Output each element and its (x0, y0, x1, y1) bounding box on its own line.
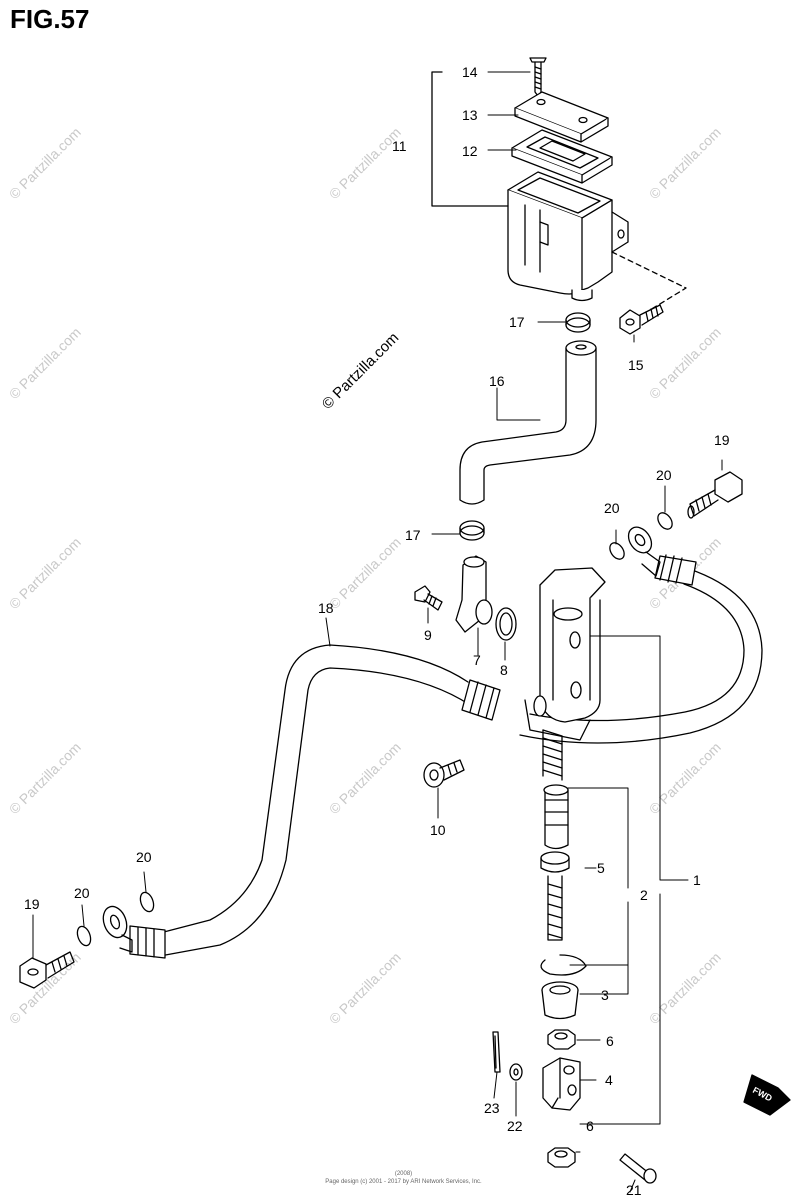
nut-6 (547, 1029, 576, 1050)
watermark: © Partzilla.com (6, 949, 84, 1027)
joint-7 (455, 555, 493, 633)
callout-19: 19 (714, 432, 730, 448)
callout-12: 12 (462, 143, 478, 159)
callout-20: 20 (136, 849, 152, 865)
callout-17: 17 (405, 527, 421, 543)
clevis-4 (542, 1057, 581, 1111)
hose-16 (459, 340, 597, 505)
callout-3: 3 (601, 987, 609, 1003)
pin-21 (619, 1153, 657, 1184)
cotter-pin-23 (492, 1031, 501, 1073)
callout-23: 23 (484, 1100, 500, 1116)
callout-16: 16 (489, 373, 505, 389)
callout-15: 15 (628, 357, 644, 373)
screw-10 (423, 759, 465, 788)
nut-6 (547, 1147, 576, 1168)
o-ring-8 (495, 607, 517, 641)
callout-21: 21 (626, 1182, 642, 1198)
watermark: © Partzilla.com (6, 124, 84, 202)
washer-20 (609, 542, 625, 560)
callout-1: 1 (693, 872, 701, 888)
washer-22 (509, 1063, 523, 1081)
spring (542, 729, 563, 781)
boot-3 (541, 981, 579, 1020)
clamp-17-lower (459, 520, 485, 541)
bolt-15 (619, 304, 664, 335)
watermark: © Partzilla.com (6, 534, 84, 612)
watermarks: © Partzilla.com © Partzilla.com © Partzi… (6, 124, 724, 1027)
washer-20 (76, 925, 92, 947)
clamp-17-upper (565, 312, 591, 333)
dashed-guide (611, 251, 687, 311)
banjo-right (627, 526, 661, 577)
brake-hose-18 (129, 644, 501, 959)
callout-18: 18 (318, 600, 334, 616)
reservoir-11 (507, 171, 629, 302)
master-cylinder-body (524, 567, 606, 741)
callout-7: 7 (473, 652, 481, 668)
callout-9: 9 (424, 627, 432, 643)
callout-19: 19 (24, 896, 40, 912)
union-bolt-19 (19, 951, 75, 989)
fwd-badge (743, 1074, 791, 1116)
piston (543, 784, 569, 850)
brake-hose-right (519, 554, 763, 744)
banjo-left (102, 905, 133, 953)
watermark: © Partzilla.com (326, 534, 404, 612)
watermark: © Partzilla.com (646, 949, 724, 1027)
watermark: © Partzilla.com (6, 739, 84, 817)
snap-ring (540, 954, 587, 976)
footer: (2008) Page design (c) 2001 - 2017 by AR… (0, 1170, 807, 1186)
cap-13 (514, 91, 609, 143)
callout-4: 4 (605, 1072, 613, 1088)
watermark: © Partzilla.com (6, 324, 84, 402)
callout-14: 14 (462, 64, 478, 80)
callout-11: 11 (392, 138, 407, 154)
watermark: © Partzilla.com (646, 324, 724, 402)
washer-20 (657, 512, 673, 530)
footer-line-2: Page design (c) 2001 - 2017 by ARI Netwo… (325, 1179, 482, 1185)
union-bolt-19 (687, 471, 743, 519)
callout-20: 20 (604, 500, 620, 516)
callout-6: 6 (586, 1118, 594, 1134)
watermark: © Partzilla.com (646, 124, 724, 202)
callout-2: 2 (640, 887, 648, 903)
callout-20: 20 (74, 885, 90, 901)
footer-line-1: (2008) (394, 1171, 413, 1177)
watermark: © Partzilla.com (326, 949, 404, 1027)
washer-20 (139, 891, 155, 913)
push-rod-5 (540, 851, 570, 941)
watermark: © Partzilla.com (326, 124, 404, 202)
screw-9 (414, 585, 443, 611)
screw-14 (529, 57, 547, 97)
callout-8: 8 (500, 662, 508, 678)
callout-13: 13 (462, 107, 478, 123)
figure-title: FIG.57 (10, 4, 90, 34)
leader-lines (32, 71, 723, 1193)
plate-12 (511, 129, 613, 184)
callout-20: 20 (656, 467, 672, 483)
callout-10: 10 (430, 822, 446, 838)
callout-17: 17 (509, 314, 525, 330)
watermark: © Partzilla.com (646, 739, 724, 817)
callout-5: 5 (597, 860, 605, 876)
callout-6: 6 (606, 1033, 614, 1049)
watermark-main: © Partzilla.com (319, 329, 402, 412)
callouts: 14 13 11 12 17 15 16 19 20 20 17 18 9 7 … (24, 64, 730, 1198)
leader-11 (431, 71, 509, 207)
callout-22: 22 (507, 1118, 523, 1134)
watermark: © Partzilla.com (326, 739, 404, 817)
